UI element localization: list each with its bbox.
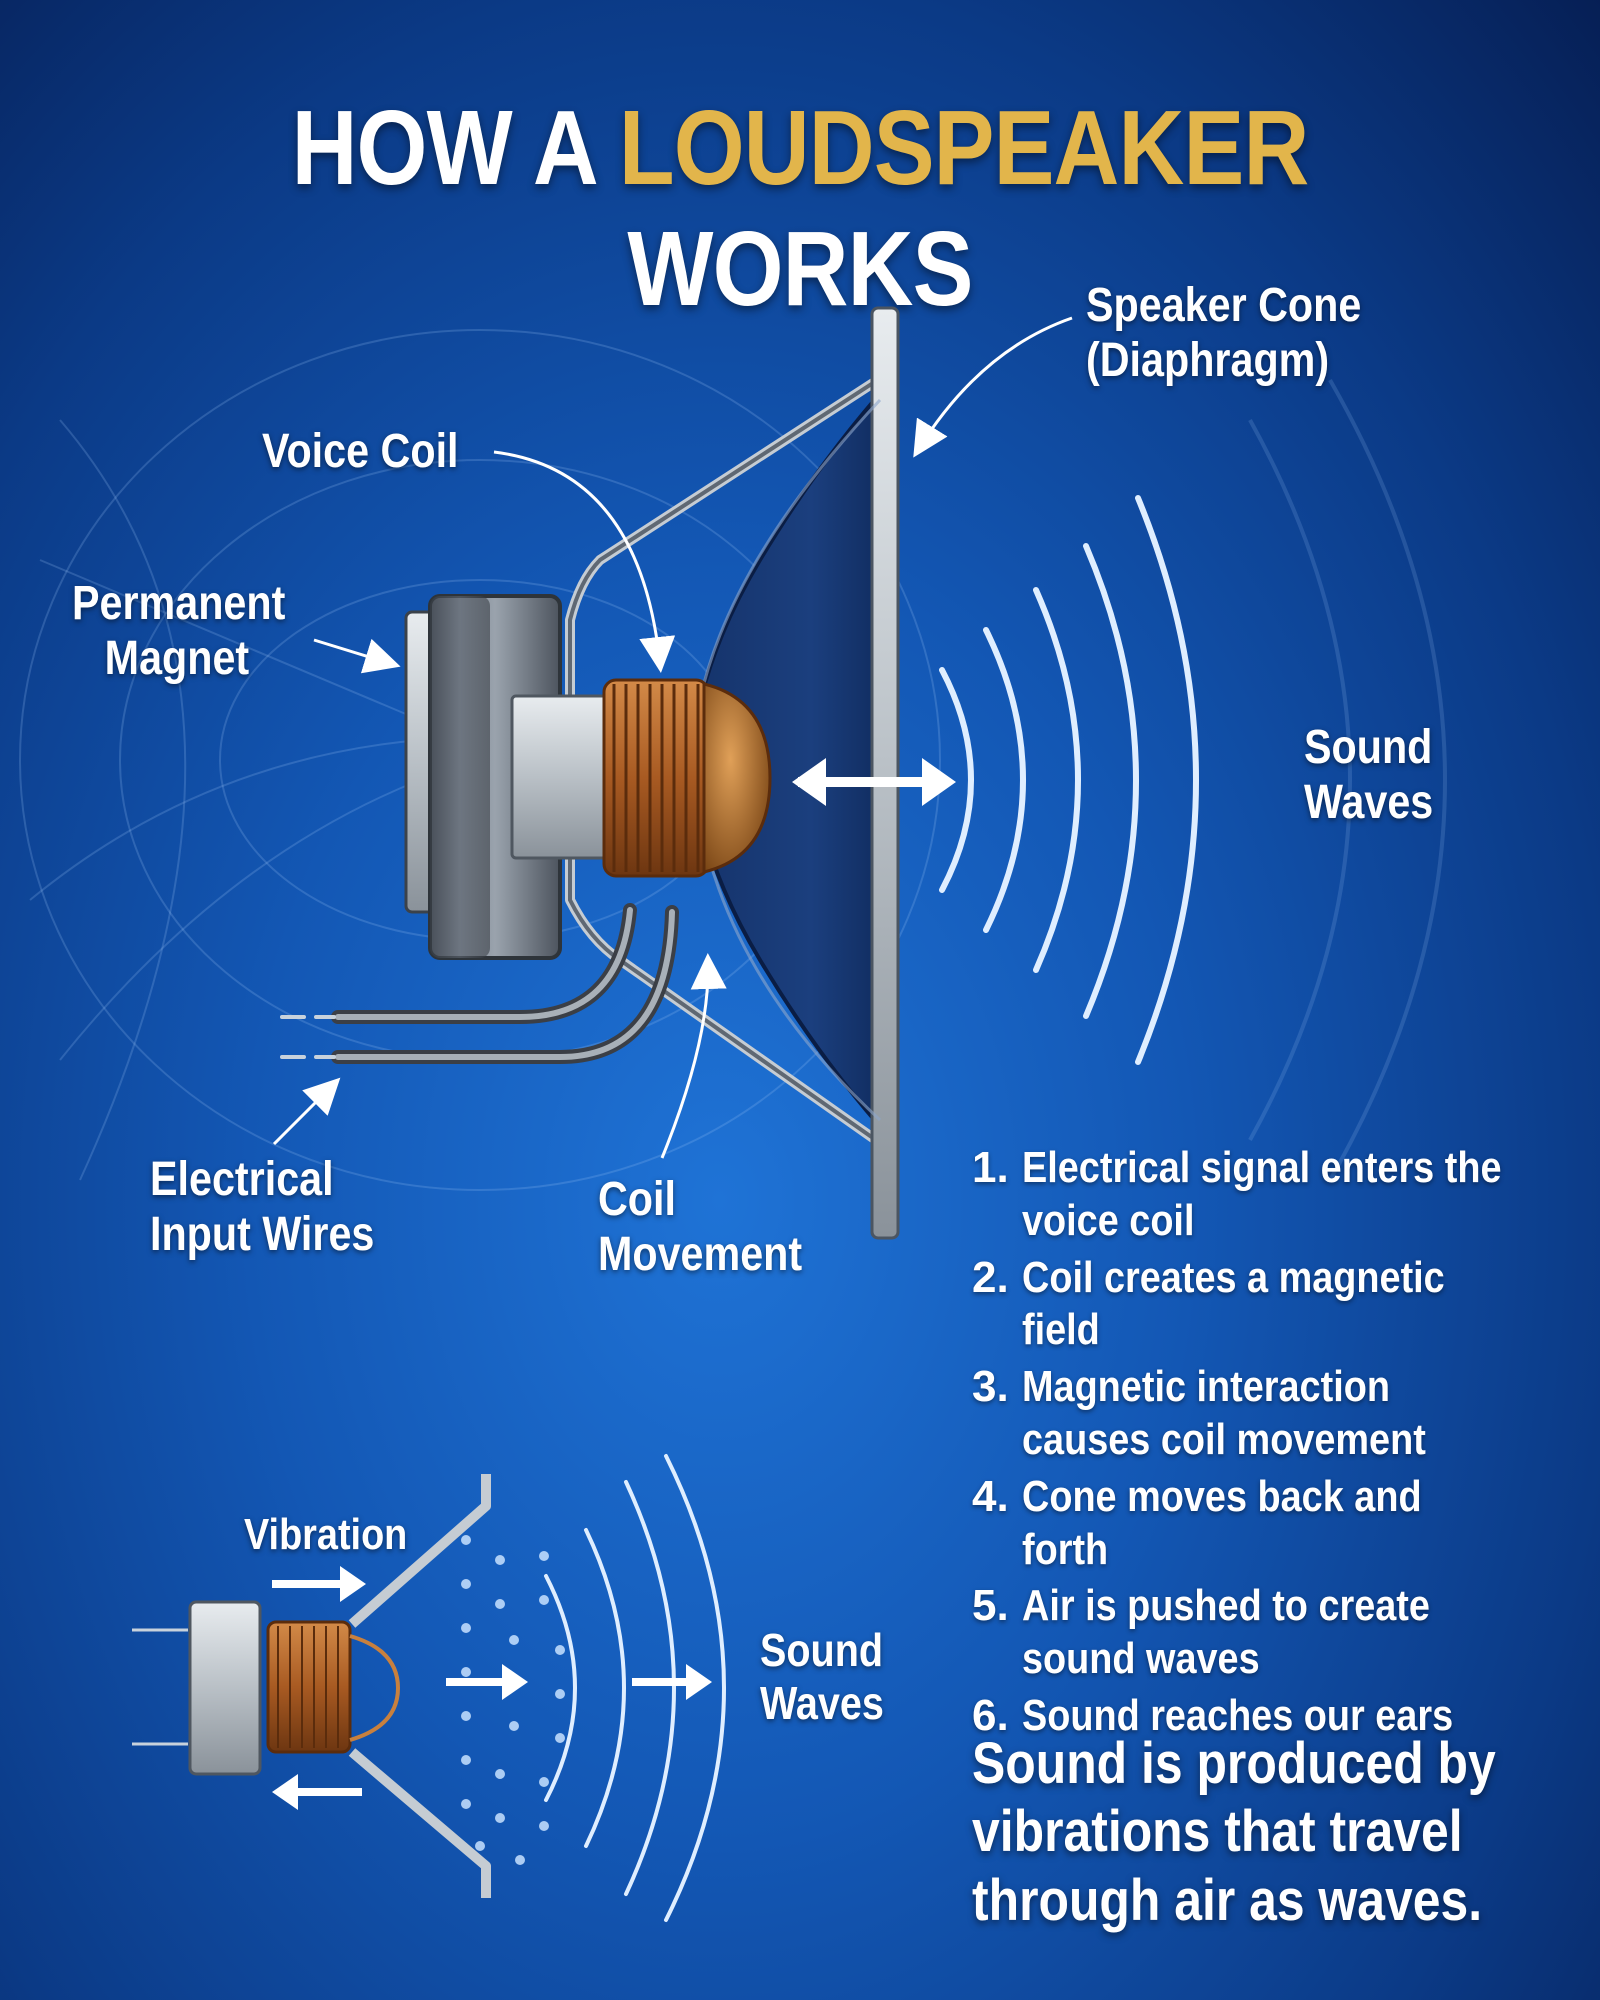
label-coil-movement: Coil Movement: [598, 1172, 802, 1282]
cone-rim: [870, 306, 900, 1240]
step-item: 3. Magnetic interaction causes coil movem…: [972, 1361, 1592, 1467]
step-text: Sound reaches our ears: [1022, 1690, 1454, 1740]
step-item: 4. Cone moves back and forth: [972, 1471, 1592, 1577]
label-coil-movement-line1: Coil: [598, 1173, 676, 1226]
label-sound-waves-bottom-line2: Waves: [760, 1676, 884, 1729]
conclusion-text: Sound is produced by vibrations that tra…: [972, 1731, 1496, 1933]
label-permanent-magnet-line2: Magnet: [104, 632, 250, 686]
steps-list: 1. Electrical signal enters the voice coi…: [972, 1142, 1592, 1747]
label-sound-waves-top-line2: Waves: [1304, 776, 1434, 830]
pole-piece: [510, 694, 614, 860]
label-speaker-cone-line1: Speaker Cone: [1086, 279, 1362, 332]
label-sound-waves-bottom: Sound Waves: [760, 1624, 884, 1730]
background-waves: [1248, 379, 1447, 1181]
label-permanent-magnet-line1: Permanent: [72, 577, 286, 630]
title-text-2: WORKS: [627, 210, 973, 328]
label-vibration-text: Vibration: [244, 1510, 408, 1559]
label-speaker-cone: Speaker Cone (Diaphragm): [1086, 278, 1361, 388]
label-input-wires-line1: Electrical: [150, 1153, 334, 1206]
step-number: 4.: [972, 1471, 1009, 1521]
label-coil-movement-line2: Movement: [598, 1228, 803, 1282]
step-item: 5. Air is pushed to create sound waves: [972, 1580, 1592, 1686]
step-number: 3.: [972, 1362, 1009, 1412]
arrow-voice-coil: [493, 450, 676, 673]
step-text: Magnetic interaction causes coil movemen…: [1022, 1362, 1426, 1464]
step-item: 1. Electrical signal enters the voice coi…: [972, 1142, 1592, 1248]
arrow-coil-movement: [660, 953, 727, 1159]
step-number: 2.: [972, 1252, 1009, 1302]
title-accent-word: LOUDSPEAKER: [618, 89, 1309, 207]
arrow-speaker-cone: [913, 316, 1073, 458]
voice-coil: [602, 678, 710, 878]
step-item: 2. Coil creates a magnetic field: [972, 1252, 1592, 1358]
input-wires: [280, 903, 679, 1064]
step-text: Electrical signal enters the voice coil: [1022, 1143, 1502, 1245]
label-sound-waves-top: Sound Waves: [1304, 720, 1433, 830]
arrow-permanent-magnet: [313, 638, 401, 674]
step-number: 1.: [972, 1143, 1009, 1192]
step-number: 6.: [972, 1690, 1009, 1740]
cone-movement-arrow: [792, 758, 956, 806]
vibration-diagram: [132, 1454, 726, 1922]
sound-waves-top: [939, 495, 1199, 1065]
label-sound-waves-top-line1: Sound: [1304, 721, 1433, 774]
label-vibration: Vibration: [244, 1510, 407, 1561]
page-title: HOW A LOUDSPEAKER WORKS: [112, 88, 1488, 330]
label-electrical-input-wires: Electrical Input Wires: [150, 1152, 374, 1262]
label-input-wires-line2: Input Wires: [150, 1208, 375, 1262]
small-coil: [266, 1620, 352, 1754]
step-number: 5.: [972, 1581, 1009, 1631]
step-text: Air is pushed to create sound waves: [1022, 1581, 1430, 1684]
callout-arrows: [272, 316, 1073, 1159]
small-magnet: [188, 1600, 262, 1776]
title-text-1: HOW A: [291, 89, 619, 207]
label-voice-coil-text: Voice Coil: [262, 425, 459, 478]
step-text: Cone moves back and forth: [1022, 1471, 1422, 1574]
label-voice-coil: Voice Coil: [262, 424, 459, 479]
label-speaker-cone-line2: (Diaphragm): [1086, 334, 1330, 388]
step-text: Coil creates a magnetic field: [1022, 1252, 1445, 1355]
label-permanent-magnet: Permanent Magnet: [72, 576, 285, 686]
step-item: 6. Sound reaches our ears: [972, 1690, 1592, 1743]
label-sound-waves-bottom-line1: Sound: [760, 1624, 884, 1676]
arrow-input-wires: [272, 1077, 341, 1146]
dust-cap: [702, 682, 772, 874]
